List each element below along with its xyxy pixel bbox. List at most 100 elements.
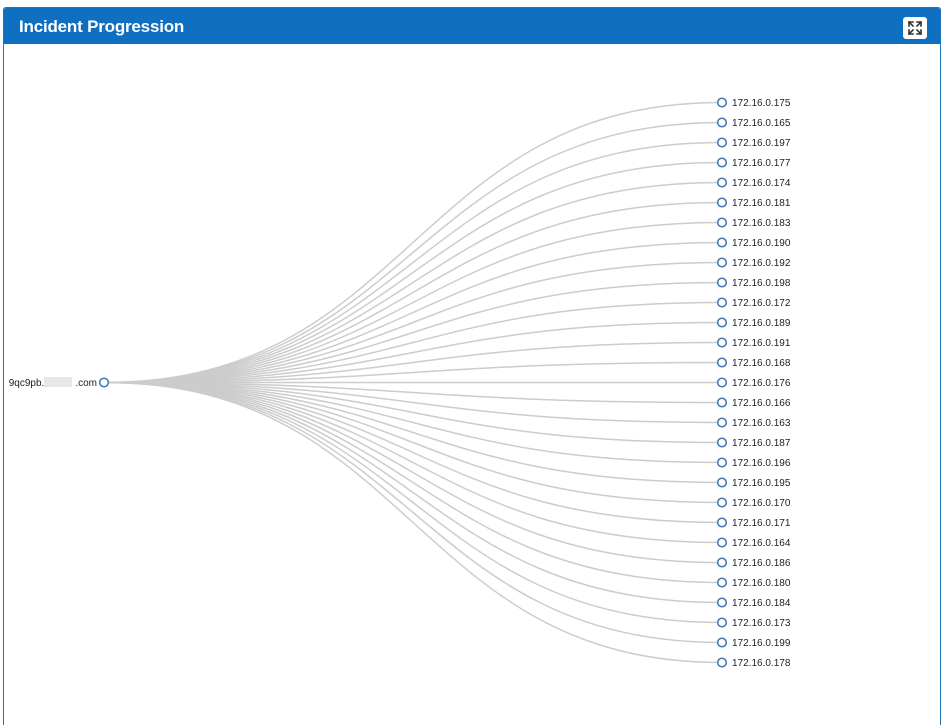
graph-link	[103, 221, 723, 384]
target-node[interactable]: 172.16.0.173	[716, 617, 791, 629]
target-node-label: 172.16.0.190	[732, 238, 791, 249]
target-node-label: 172.16.0.195	[732, 478, 791, 489]
target-node-label: 172.16.0.187	[732, 438, 791, 449]
target-node-circle[interactable]	[716, 417, 728, 428]
target-node[interactable]: 172.16.0.186	[716, 557, 791, 569]
target-node-circle[interactable]	[716, 497, 728, 508]
target-node[interactable]: 172.16.0.178	[716, 657, 791, 669]
graph-link	[103, 381, 723, 464]
target-node[interactable]: 172.16.0.180	[716, 577, 791, 589]
target-node-circle[interactable]	[716, 617, 728, 628]
graph-link	[103, 281, 723, 384]
target-node-label: 172.16.0.172	[732, 298, 791, 309]
target-node[interactable]: 172.16.0.163	[716, 417, 791, 429]
target-node-circle[interactable]	[716, 437, 728, 448]
target-node-label: 172.16.0.180	[732, 578, 791, 589]
target-node-circle[interactable]	[716, 597, 728, 608]
target-node[interactable]: 172.16.0.172	[716, 297, 791, 309]
target-node-circle[interactable]	[716, 157, 728, 168]
target-nodes: 172.16.0.175 172.16.0.165 172.16.0.197 172.…	[716, 97, 791, 669]
source-label-suffix: .com	[75, 378, 97, 389]
graph-link	[103, 381, 723, 644]
graph-link	[103, 381, 723, 424]
graph-link	[103, 261, 723, 384]
graph-link	[103, 241, 723, 384]
graph-link	[103, 141, 723, 384]
expand-button[interactable]	[903, 17, 927, 39]
target-node[interactable]: 172.16.0.199	[716, 637, 791, 649]
target-node[interactable]: 172.16.0.191	[716, 337, 791, 349]
target-node-circle[interactable]	[716, 397, 728, 408]
target-node-circle[interactable]	[716, 377, 728, 388]
target-node[interactable]: 172.16.0.197	[716, 137, 791, 149]
target-node[interactable]: 172.16.0.165	[716, 117, 791, 129]
target-node[interactable]: 172.16.0.164	[716, 537, 791, 549]
graph-links	[103, 101, 723, 664]
target-node[interactable]: 172.16.0.168	[716, 357, 791, 369]
target-node[interactable]: 172.16.0.190	[716, 237, 791, 249]
target-node-label: 172.16.0.197	[732, 138, 791, 149]
target-node-circle[interactable]	[716, 657, 728, 668]
target-node-label: 172.16.0.189	[732, 318, 791, 329]
target-node-label: 172.16.0.168	[732, 358, 791, 369]
target-node-label: 172.16.0.163	[732, 418, 791, 429]
graph-link	[103, 381, 723, 524]
redacted-block	[44, 377, 72, 387]
source-label-prefix: 9qc9pb.	[9, 378, 45, 389]
source-node-circle[interactable]	[98, 377, 110, 388]
target-node-circle[interactable]	[716, 557, 728, 568]
target-node[interactable]: 172.16.0.192	[716, 257, 791, 269]
target-node-label: 172.16.0.173	[732, 618, 791, 629]
target-node[interactable]: 172.16.0.177	[716, 157, 791, 169]
target-node[interactable]: 172.16.0.171	[716, 517, 791, 529]
target-node-circle[interactable]	[716, 137, 728, 148]
graph-link	[103, 381, 723, 484]
target-node-label: 172.16.0.176	[732, 378, 791, 389]
target-node-circle[interactable]	[716, 197, 728, 208]
target-node[interactable]: 172.16.0.170	[716, 497, 791, 509]
target-node[interactable]: 172.16.0.184	[716, 597, 791, 609]
target-node-circle[interactable]	[716, 317, 728, 328]
panel-header: Incident Progression	[4, 8, 940, 44]
target-node[interactable]: 172.16.0.183	[716, 217, 791, 229]
target-node[interactable]: 172.16.0.174	[716, 177, 791, 189]
target-node[interactable]: 172.16.0.176	[716, 377, 791, 389]
target-node-circle[interactable]	[716, 337, 728, 348]
graph-link	[103, 381, 723, 504]
target-node-label: 172.16.0.171	[732, 518, 791, 529]
target-node-label: 172.16.0.170	[732, 498, 791, 509]
target-node-circle[interactable]	[716, 517, 728, 528]
target-node-circle[interactable]	[716, 177, 728, 188]
target-node-circle[interactable]	[716, 257, 728, 268]
source-node[interactable]: 9qc9pb. .com	[9, 377, 110, 389]
target-node-label: 172.16.0.184	[732, 598, 791, 609]
graph-link	[103, 301, 723, 384]
target-node-label: 172.16.0.196	[732, 458, 791, 469]
target-node-circle[interactable]	[716, 457, 728, 468]
graph-link	[103, 381, 723, 604]
target-node-circle[interactable]	[716, 297, 728, 308]
target-node[interactable]: 172.16.0.189	[716, 317, 791, 329]
target-node[interactable]: 172.16.0.166	[716, 397, 791, 409]
graph-link	[103, 321, 723, 384]
target-node-circle[interactable]	[716, 277, 728, 288]
target-node[interactable]: 172.16.0.198	[716, 277, 791, 289]
graph-link	[103, 381, 723, 404]
target-node-circle[interactable]	[716, 577, 728, 588]
target-node-circle[interactable]	[716, 97, 728, 108]
target-node-circle[interactable]	[716, 637, 728, 648]
target-node-circle[interactable]	[716, 237, 728, 248]
graph-link	[103, 101, 723, 384]
target-node[interactable]: 172.16.0.196	[716, 457, 791, 469]
target-node[interactable]: 172.16.0.187	[716, 437, 791, 449]
target-node-circle[interactable]	[716, 217, 728, 228]
target-node[interactable]: 172.16.0.195	[716, 477, 791, 489]
target-node-circle[interactable]	[716, 477, 728, 488]
target-node[interactable]: 172.16.0.181	[716, 197, 791, 209]
graph-link	[103, 181, 723, 384]
graph-link	[103, 201, 723, 384]
target-node-circle[interactable]	[716, 117, 728, 128]
target-node-circle[interactable]	[716, 357, 728, 368]
target-node[interactable]: 172.16.0.175	[716, 97, 791, 109]
target-node-circle[interactable]	[716, 537, 728, 548]
